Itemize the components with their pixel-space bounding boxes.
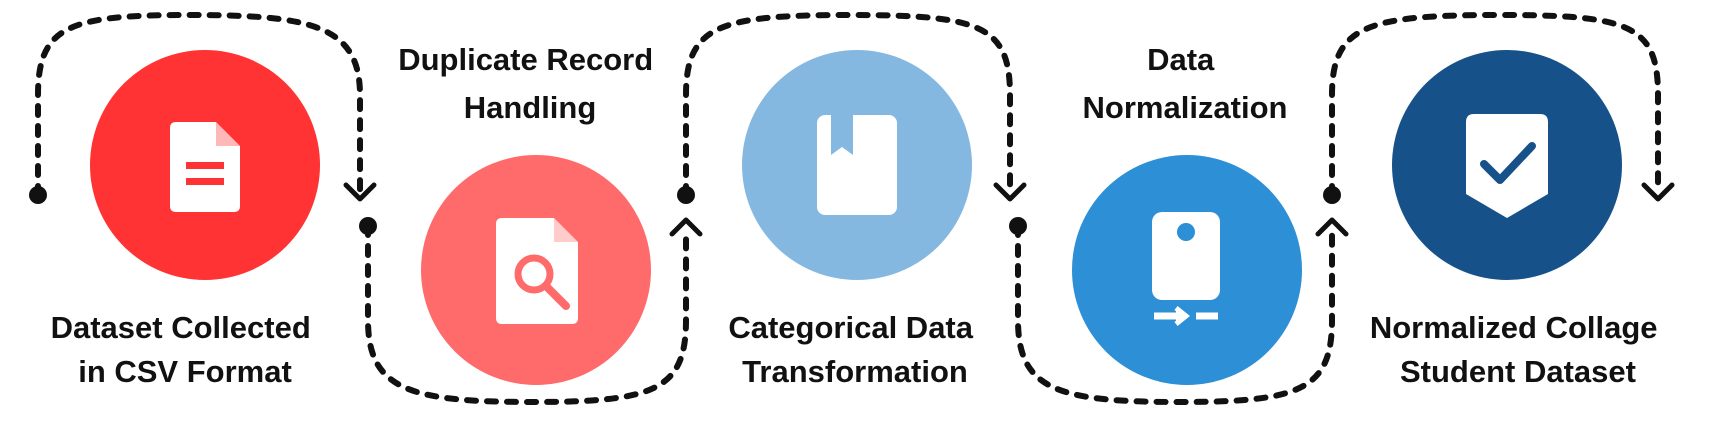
connectors [29, 11, 1675, 406]
svg-text:Data Normalization: Data Normalization [1083, 42, 1288, 125]
arrowhead-down-2 [993, 182, 1027, 202]
connector-dot-3 [1009, 217, 1027, 235]
document-icon [170, 122, 240, 212]
step-2-label-line-1: Duplicate Record [398, 42, 653, 77]
svg-text:Duplicate Record Handlin: Duplicate Record Handling [398, 42, 662, 125]
step-1-label-line-1: Dataset Collected [51, 310, 311, 345]
connector-bottom-1 [365, 223, 689, 406]
step-1-label-line-2: in CSV Format [78, 354, 292, 389]
step-4-label-line-2: Normalization [1083, 90, 1288, 125]
step-5-label-line-2: Student Dataset [1400, 354, 1636, 389]
connector-dot-2 [677, 186, 695, 204]
connector-top-3 [1329, 11, 1661, 198]
normalize-device-icon [1152, 212, 1220, 326]
step-4-label-line-1: Data [1147, 42, 1215, 77]
svg-text:Dataset Collected in CSV: Dataset Collected in CSV Format [51, 310, 320, 389]
step-3-label-line-2: Transformation [742, 354, 968, 389]
step-2-label-line-2: Handling [464, 90, 597, 125]
step-1: Dataset Collected in CSV Format [51, 50, 320, 389]
step-4: Data Normalization [1072, 42, 1302, 385]
svg-text:Normalized Collage Stude: Normalized Collage Student Dataset [1370, 310, 1666, 389]
bookmark-book-icon [817, 115, 897, 215]
step-5: Normalized Collage Student Dataset [1370, 50, 1666, 389]
connector-start-dot [29, 186, 47, 204]
connector-dot-4 [1323, 186, 1341, 204]
arrowhead-down-end [1641, 182, 1675, 202]
arrowhead-up-1 [669, 217, 703, 237]
step-5-label-line-1: Normalized Collage [1370, 310, 1658, 345]
connector-top-1 [35, 11, 363, 198]
step-2: Duplicate Record Handling [398, 42, 662, 385]
arrowhead-up-2 [1315, 217, 1349, 237]
check-shield-icon [1466, 114, 1548, 218]
svg-text:Categorical Data Transfo: Categorical Data Transformation [728, 310, 981, 389]
arrowhead-down-1 [343, 182, 377, 202]
connector-dot-1 [359, 217, 377, 235]
file-search-icon [496, 218, 578, 324]
step-3: Categorical Data Transformation [728, 50, 981, 389]
connector-top-2 [683, 11, 1013, 198]
step-3-label-line-1: Categorical Data [728, 310, 973, 345]
connector-bottom-2 [1015, 223, 1335, 406]
